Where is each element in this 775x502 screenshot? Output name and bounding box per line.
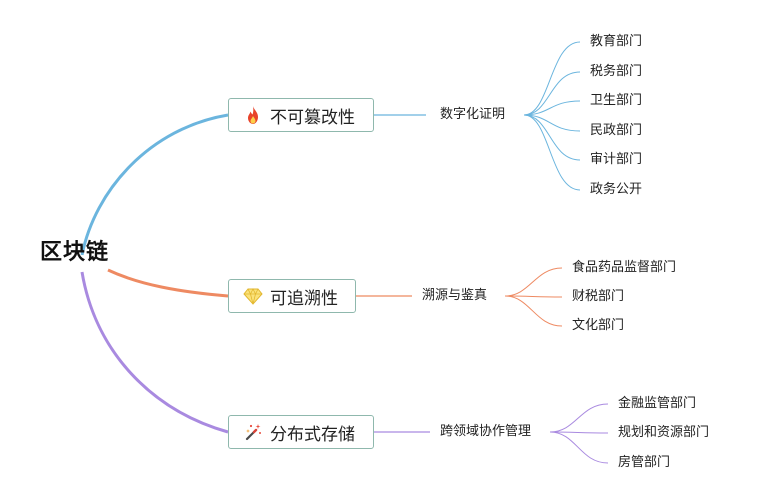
root-link-3 <box>80 271 229 434</box>
root-node[interactable]: 区块链 <box>40 240 110 265</box>
diamond-icon <box>243 286 263 306</box>
leaf-node[interactable]: 卫生部门 <box>590 93 643 108</box>
leaf-node[interactable]: 文化部门 <box>572 318 625 333</box>
leaf-node[interactable]: 食品药品监督部门 <box>572 260 677 275</box>
leaf-node[interactable]: 政务公开 <box>590 182 643 197</box>
magic-wand-icon <box>243 422 263 442</box>
topic-distributed-storage[interactable]: 分布式存储 <box>228 415 374 449</box>
topic-traceability[interactable]: 可追溯性 <box>228 279 356 313</box>
leaf-node[interactable]: 民政部门 <box>590 123 643 138</box>
fire-icon <box>243 105 263 125</box>
topic-label: 可追溯性 <box>270 288 338 309</box>
leaf-node[interactable]: 税务部门 <box>590 64 643 79</box>
root-link-2 <box>107 268 229 298</box>
leaf-node[interactable]: 教育部门 <box>590 34 643 49</box>
topic-label: 不可篡改性 <box>270 107 355 128</box>
leaf-node[interactable]: 审计部门 <box>590 152 643 167</box>
topic-label: 分布式存储 <box>270 424 355 445</box>
leaf-node[interactable]: 金融监管部门 <box>618 396 697 411</box>
leaf-node[interactable]: 房管部门 <box>618 455 671 470</box>
subtopic-cross-domain-collaboration[interactable]: 跨领域协作管理 <box>440 424 532 439</box>
leaf-node[interactable]: 规划和资源部门 <box>618 425 710 440</box>
leaf-node[interactable]: 财税部门 <box>572 289 625 304</box>
topic-immutability[interactable]: 不可篡改性 <box>228 98 374 132</box>
subtopic-tracing-authentication[interactable]: 溯源与鉴真 <box>422 288 488 303</box>
subtopic-digital-proof[interactable]: 数字化证明 <box>440 107 506 122</box>
root-link-1 <box>80 113 229 256</box>
